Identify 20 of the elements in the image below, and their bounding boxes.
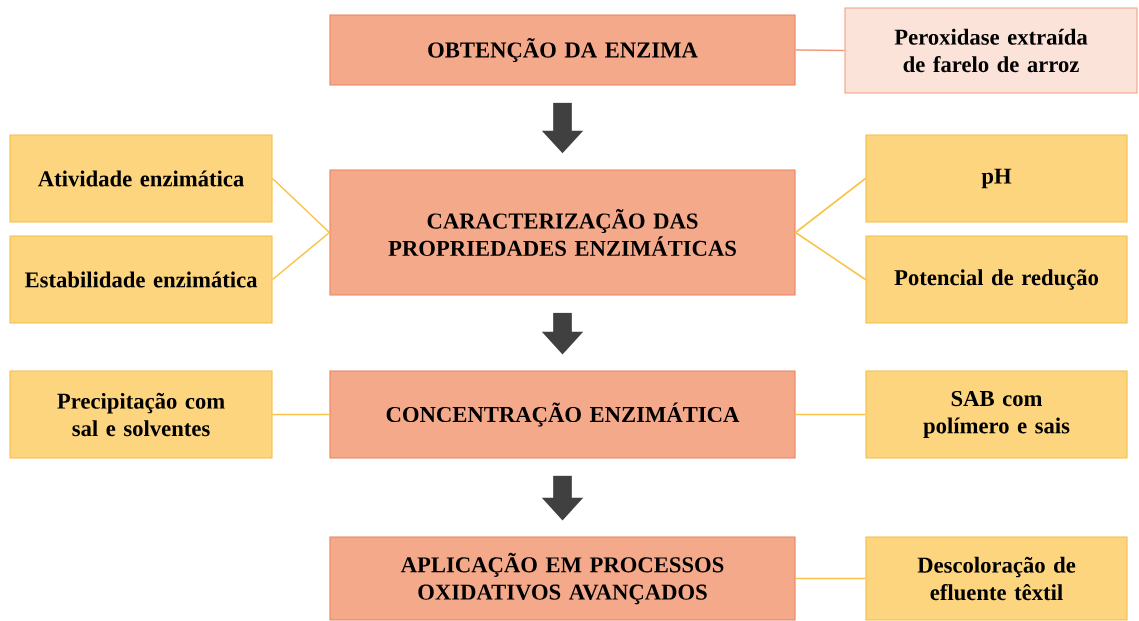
process-box: CONCENTRAÇÃO ENZIMÁTICA bbox=[329, 370, 796, 459]
connector-line bbox=[794, 413, 867, 416]
note-box: Peroxidase extraída de farelo de arroz bbox=[844, 7, 1138, 94]
connector-line bbox=[794, 577, 867, 580]
detail-box: pH bbox=[865, 134, 1128, 223]
process-box: APLICAÇÃO EM PROCESSOS OXIDATIVOS AVANÇADOS bbox=[329, 536, 796, 621]
connector-line bbox=[271, 177, 331, 234]
detail-box: Estabilidade enzimática bbox=[9, 235, 273, 324]
detail-box: Potencial de redução bbox=[865, 235, 1128, 324]
connector-line bbox=[794, 49, 846, 52]
detail-box: Descoloração de efluente têxtil bbox=[865, 536, 1128, 621]
process-box: OBTENÇÃO DA ENZIMA bbox=[329, 14, 796, 86]
connector-line bbox=[271, 413, 331, 416]
detail-box: Precipitação com sal e solventes bbox=[9, 370, 273, 459]
connector-line bbox=[271, 231, 331, 281]
connector-line bbox=[794, 231, 867, 281]
connector-line bbox=[794, 177, 867, 234]
detail-box: Atividade enzimática bbox=[9, 134, 273, 223]
process-box: CARACTERIZAÇÃO DAS PROPRIEDADES ENZIMÁTICAS bbox=[329, 169, 796, 296]
detail-box: SAB com polímero e sais bbox=[865, 370, 1128, 459]
